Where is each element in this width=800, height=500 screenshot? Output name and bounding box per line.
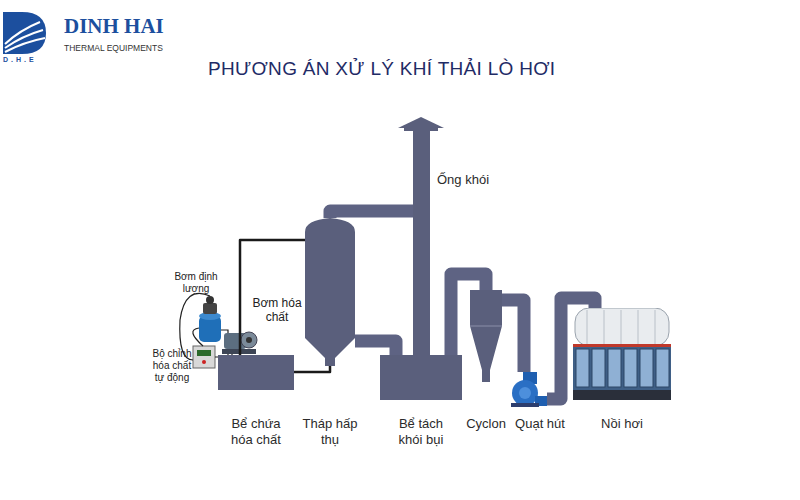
equipment-label: Bể chứa hóa chất: [221, 416, 291, 449]
dust-separator: Bể tách khói bụi: [380, 355, 462, 400]
absorption-tower: Tháp hấp thụ: [305, 218, 355, 366]
flue-duct: [355, 341, 396, 355]
absorption-tower-shape: [305, 218, 355, 366]
brand-name: DINH HAI: [64, 14, 164, 39]
controller-box: [193, 346, 215, 368]
part-label: Bơm định lượng: [166, 271, 226, 295]
logo-mark: [3, 12, 46, 54]
equipment-label: Ống khói: [437, 172, 489, 188]
equipment-label: Tháp hấp thụ: [295, 416, 365, 449]
diagram-title: PHƯƠNG ÁN XỬ LÝ KHÍ THẢI LÒ HƠI: [208, 58, 555, 80]
dust-separator-shape: [380, 355, 462, 400]
brand-subtitle: THERMAL EQUIPMENTS: [64, 43, 163, 53]
chimney: Ống khói: [413, 131, 430, 355]
chemical-pipe: [294, 366, 330, 372]
chemical-tank: Bể chứa hóa chất: [218, 355, 294, 390]
chimney-shape: [413, 131, 430, 355]
dosing-pump: [199, 296, 221, 342]
boiler: Nồi hơi: [573, 308, 671, 400]
chimney-cap: [398, 117, 444, 131]
equipment-label: Bể tách khói bụi: [386, 416, 456, 449]
cyclone: Cyclon: [470, 290, 502, 382]
boiler-shape: [573, 308, 671, 400]
equipment-label: Quạt hút: [515, 416, 565, 432]
exhaust-fan-shape: [505, 372, 547, 407]
exhaust-fan: Quạt hút: [505, 372, 547, 407]
cyclone-shape: [470, 290, 502, 382]
part-label: Bơm hóa chất: [246, 296, 308, 325]
equipment-label: Cyclon: [466, 416, 506, 432]
part-label: Bộ chỉnh hóa chất tự động: [150, 348, 194, 384]
flue-duct: [330, 211, 413, 218]
flue-duct: [502, 300, 524, 372]
chemical-tank-shape: [218, 355, 294, 390]
brand-abbreviation: D.H.E: [3, 56, 37, 64]
equipment-label: Nồi hơi: [601, 416, 643, 432]
